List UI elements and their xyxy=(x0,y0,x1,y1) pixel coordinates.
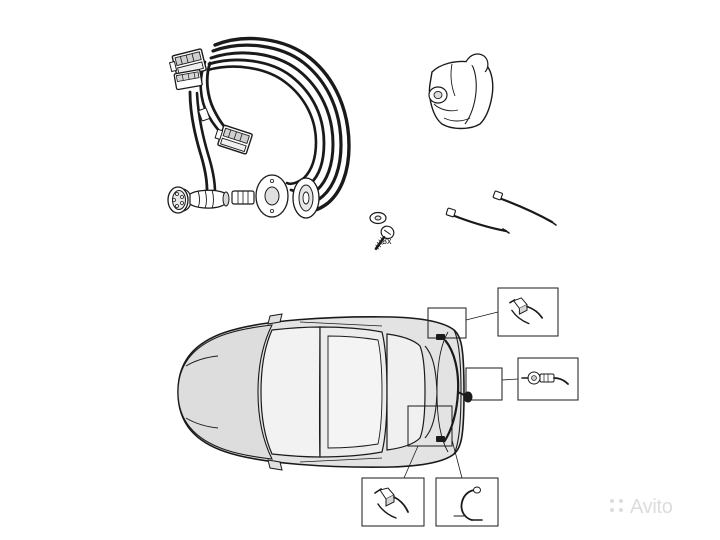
car-top-view xyxy=(177,313,473,471)
callout-ground-cable xyxy=(435,439,499,527)
cable-tie-long xyxy=(492,190,557,226)
cable-tie-short xyxy=(445,207,510,234)
wiring-harness-coil xyxy=(168,36,351,213)
callout-socket-mount xyxy=(361,445,425,527)
control-module xyxy=(428,53,494,130)
bolt-quantity-label: 3x xyxy=(382,236,392,246)
callout-rear-left-connector xyxy=(465,287,559,337)
callout-selection-boxes xyxy=(407,307,503,447)
trailer-socket-connector xyxy=(167,174,289,218)
bolt-set xyxy=(369,211,395,251)
callout-inline-connector xyxy=(501,357,579,401)
rubber-grommet xyxy=(292,177,320,219)
